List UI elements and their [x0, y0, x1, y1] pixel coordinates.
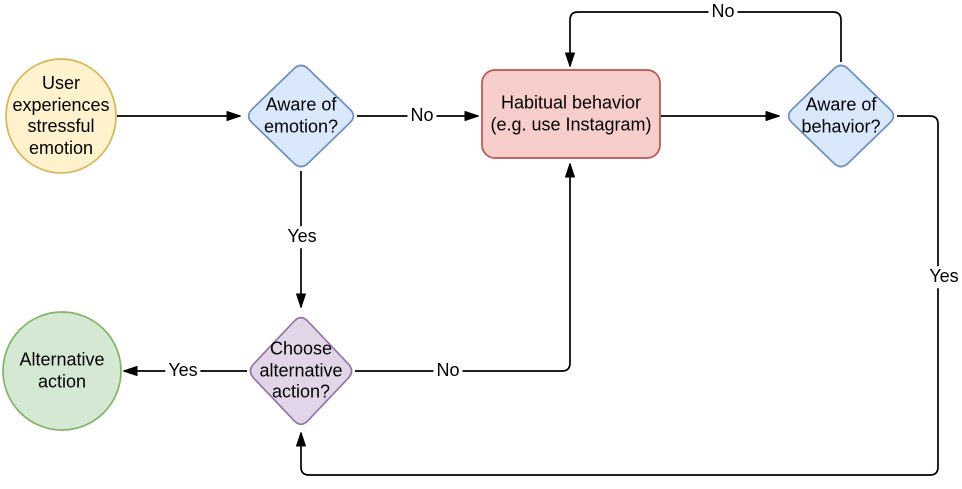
node-choose-alternative-diamond: [249, 316, 353, 426]
node-aware-of-behavior-diamond: [787, 64, 895, 168]
edge-aware-behavior-no-to-habit: [565, 11, 842, 67]
node-habitual-behavior-rect: [481, 69, 661, 159]
edge-choose-no-to-habit: [355, 163, 575, 372]
edge-layer: [117, 11, 939, 476]
edge-aware-behavior-yes-to-choose: [296, 115, 939, 476]
node-stressful-emotion-ellipse: [5, 58, 117, 174]
node-layer: [2, 58, 895, 431]
node-alternative-action-ellipse: [2, 311, 122, 431]
node-aware-of-emotion-diamond: [247, 64, 355, 168]
